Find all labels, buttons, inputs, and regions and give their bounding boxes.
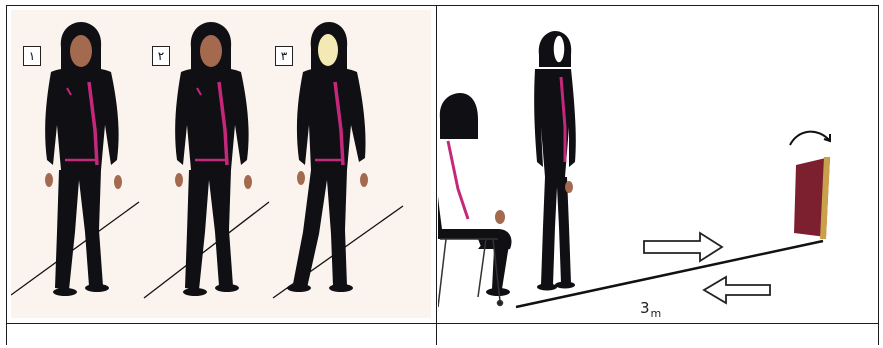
- table-divider-vertical: [436, 5, 437, 345]
- right-arrow-icon: [644, 233, 722, 261]
- table-border-right: [878, 5, 879, 345]
- table-divider-horizontal: [6, 323, 879, 324]
- posture-sequence-panel: ١ ٢ ٣: [11, 10, 431, 318]
- seated-figure: [438, 93, 512, 296]
- figure-1: [45, 22, 122, 296]
- table-border-left: [6, 5, 7, 345]
- distance-value: 3: [640, 299, 651, 317]
- floor-line: [144, 202, 269, 298]
- distance-label: 3m: [640, 299, 662, 320]
- figure-2: [175, 22, 252, 296]
- distance-unit: m: [651, 307, 663, 320]
- door-icon: [794, 157, 830, 239]
- table-border-top: [6, 5, 879, 6]
- left-arrow-icon: [704, 277, 770, 303]
- walk-test-panel: 3m: [438, 7, 876, 321]
- figure-3: [287, 22, 368, 292]
- figure-frame: ١ ٢ ٣: [6, 5, 879, 345]
- step-label-2: ٢: [152, 46, 170, 66]
- standing-figure: [534, 31, 576, 291]
- walk-test-illustration: [438, 7, 876, 321]
- posture-sequence-illustration: [11, 10, 431, 318]
- step-label-3: ٣: [275, 46, 293, 66]
- step-label-1: ١: [23, 46, 41, 66]
- curved-arrow-icon: [790, 132, 830, 145]
